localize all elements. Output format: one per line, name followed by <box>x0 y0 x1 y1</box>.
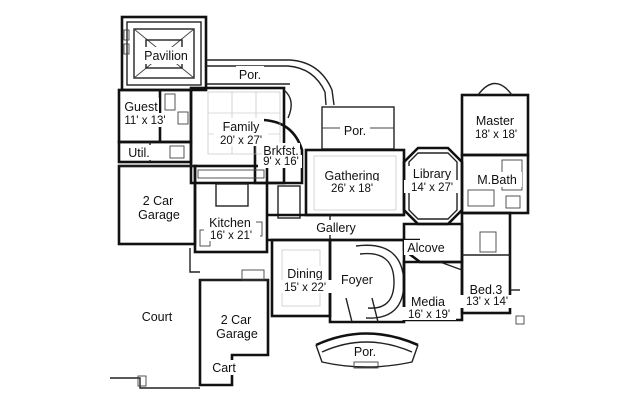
label-family: Family <box>223 120 261 134</box>
label-media: Media <box>411 295 445 309</box>
label-family-dims: 20' x 27' <box>220 135 262 147</box>
master-suite-walls <box>460 82 530 215</box>
label-kitchen: Kitchen <box>209 216 251 230</box>
label-guest-dims: 11' x 13' <box>124 115 165 127</box>
label-library-dims: 14' x 27' <box>411 182 453 194</box>
label-gallery: Gallery <box>316 221 356 235</box>
label-alcove: Alcove <box>407 241 445 255</box>
room-labels: Pavilion Por. Guest 11' x 13' Family 20'… <box>121 47 522 375</box>
label-pavilion: Pavilion <box>144 49 188 63</box>
right-detail <box>510 289 525 325</box>
media-walls <box>402 260 464 322</box>
porch-top-structure <box>206 59 335 106</box>
label-porch-top: Por. <box>239 68 261 82</box>
label-brkfst-dims: 9' x 16' <box>263 156 299 168</box>
label-brkfst: Brkfst. <box>263 144 298 158</box>
label-garage-left-line2: Garage <box>138 208 180 222</box>
family-room-walls <box>189 86 304 185</box>
label-master: Master <box>476 114 514 128</box>
porch-bottom-structure <box>315 332 419 369</box>
label-porch-bottom: Por. <box>354 345 376 359</box>
court-outline <box>110 248 200 389</box>
label-mbath: M.Bath <box>477 173 517 187</box>
label-bed3-dims: 13' x 14' <box>466 296 508 308</box>
label-porch-mid: Por. <box>344 124 366 138</box>
label-dining-dims: 15' x 22' <box>284 282 326 294</box>
label-library: Library <box>413 167 452 181</box>
label-dining: Dining <box>287 267 322 281</box>
label-court: Court <box>142 310 173 324</box>
kitchen-walls <box>193 164 301 254</box>
label-gathering: Gathering <box>325 169 380 183</box>
label-garage-right-line2: Garage <box>216 327 258 341</box>
label-master-dims: 18' x 18' <box>475 129 517 141</box>
label-cart: Cart <box>212 361 236 375</box>
label-bed3: Bed.3 <box>470 283 503 297</box>
label-media-dims: 16' x 19' <box>408 309 450 321</box>
foyer-walls <box>328 238 406 324</box>
garage-right-walls <box>198 269 270 387</box>
label-garage-left-line1: 2 Car <box>143 194 174 208</box>
label-util: Util. <box>128 146 150 160</box>
label-kitchen-dims: 16' x 21' <box>210 230 252 242</box>
label-gathering-dims: 26' x 18' <box>331 183 373 195</box>
label-foyer: Foyer <box>341 273 373 287</box>
label-garage-right-line1: 2 Car <box>221 313 252 327</box>
label-guest: Guest <box>124 100 158 114</box>
